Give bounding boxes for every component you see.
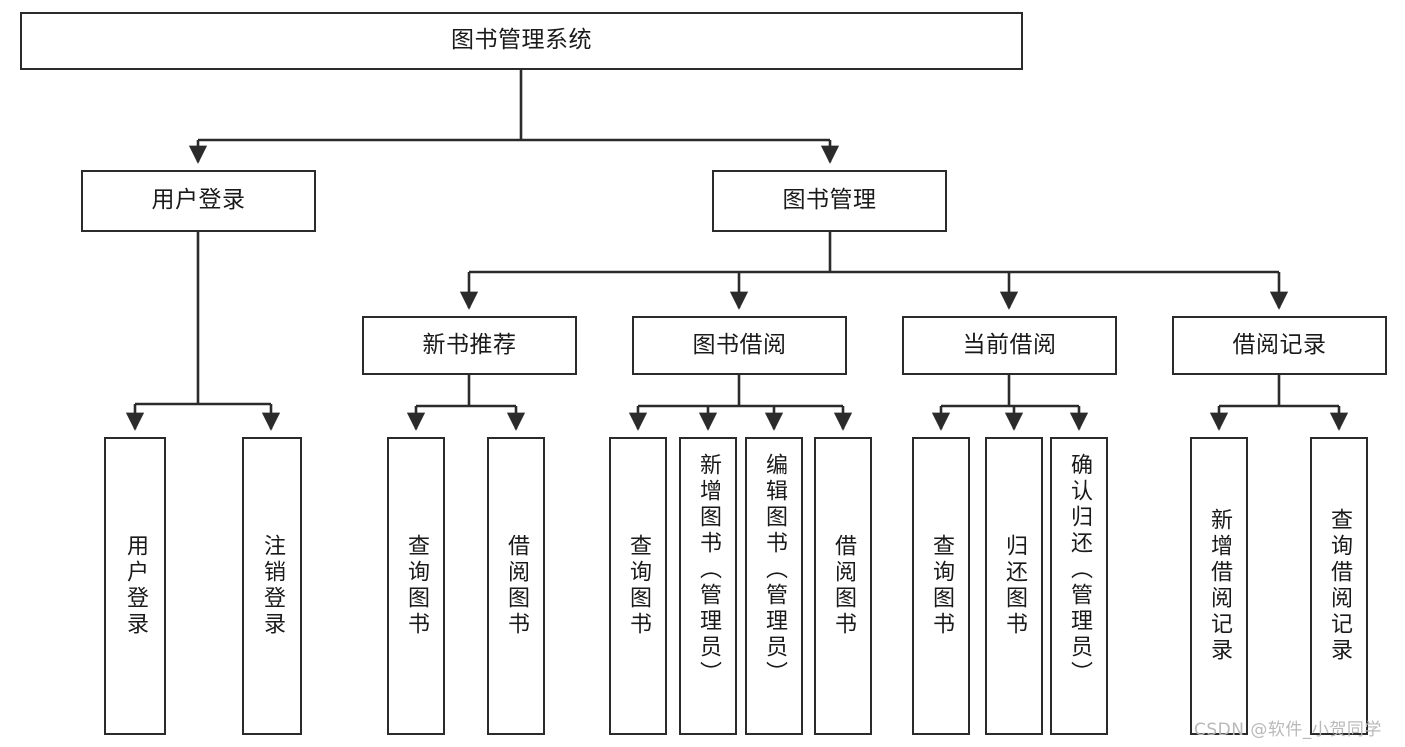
node-leaf-query-borrow-record[interactable]: 查询借阅记录: [1310, 437, 1368, 735]
node-leaf-add-book-admin[interactable]: 新增图书（管理员）: [679, 437, 737, 735]
node-leaf-query-book-2-label: 查询图书: [626, 534, 651, 638]
node-leaf-query-book-3[interactable]: 查询图书: [912, 437, 970, 735]
node-leaf-confirm-return-label: 确认归还（管理员）: [1067, 453, 1092, 687]
node-leaf-borrow-book-2-label: 借阅图书: [831, 534, 856, 638]
node-leaf-query-book-1[interactable]: 查询图书: [387, 437, 445, 735]
node-book-borrow[interactable]: 图书借阅: [632, 316, 847, 375]
watermark: CSDN @软件_小贺同学: [1194, 720, 1382, 740]
node-current-borrow-label: 当前借阅: [962, 331, 1057, 358]
node-leaf-query-book-1-label: 查询图书: [404, 534, 429, 638]
node-borrow-record[interactable]: 借阅记录: [1172, 316, 1387, 375]
node-leaf-borrow-book-2[interactable]: 借阅图书: [814, 437, 872, 735]
node-leaf-return-book-label: 归还图书: [1002, 534, 1027, 638]
node-leaf-borrow-book-1[interactable]: 借阅图书: [487, 437, 545, 735]
node-user-login[interactable]: 用户登录: [81, 170, 316, 232]
node-leaf-query-book-3-label: 查询图书: [929, 534, 954, 638]
node-leaf-add-borrow-record-label: 新增借阅记录: [1207, 508, 1232, 664]
node-leaf-confirm-return[interactable]: 确认归还（管理员）: [1050, 437, 1108, 735]
node-leaf-add-book-admin-label: 新增图书（管理员）: [696, 453, 721, 687]
node-new-book-recommend[interactable]: 新书推荐: [362, 316, 577, 375]
node-leaf-borrow-book-1-label: 借阅图书: [504, 534, 529, 638]
node-leaf-return-book[interactable]: 归还图书: [985, 437, 1043, 735]
node-book-borrow-label: 图书借阅: [692, 331, 787, 358]
node-leaf-edit-book-admin[interactable]: 编辑图书（管理员）: [745, 437, 803, 735]
node-leaf-add-borrow-record[interactable]: 新增借阅记录: [1190, 437, 1248, 735]
node-leaf-logout[interactable]: 注销登录: [242, 437, 302, 735]
node-book-management-label: 图书管理: [782, 187, 877, 214]
node-leaf-user-login-label: 用户登录: [123, 534, 148, 638]
node-leaf-logout-label: 注销登录: [260, 534, 285, 638]
node-leaf-query-borrow-record-label: 查询借阅记录: [1327, 508, 1352, 664]
node-leaf-query-book-2[interactable]: 查询图书: [609, 437, 667, 735]
node-new-book-recommend-label: 新书推荐: [422, 331, 517, 358]
node-borrow-record-label: 借阅记录: [1232, 331, 1327, 358]
node-leaf-edit-book-admin-label: 编辑图书（管理员）: [762, 453, 787, 687]
node-current-borrow[interactable]: 当前借阅: [902, 316, 1117, 375]
node-leaf-user-login[interactable]: 用户登录: [104, 437, 166, 735]
node-user-login-label: 用户登录: [151, 187, 246, 214]
node-root[interactable]: 图书管理系统: [20, 12, 1023, 70]
node-book-management[interactable]: 图书管理: [712, 170, 947, 232]
node-root-label: 图书管理系统: [451, 27, 592, 54]
